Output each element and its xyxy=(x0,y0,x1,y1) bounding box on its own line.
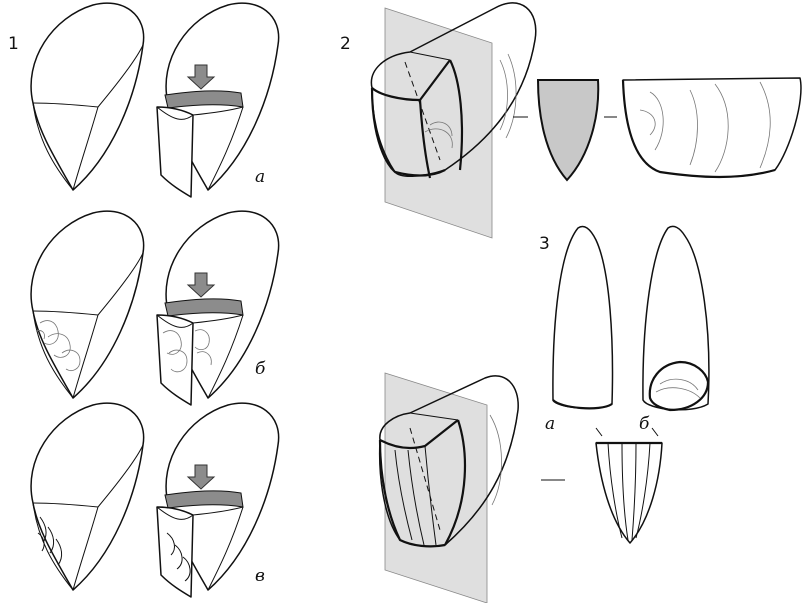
connector-4 xyxy=(652,428,658,436)
panel-3-label-b: б xyxy=(639,414,650,434)
panel-3-point-b xyxy=(643,226,709,410)
row-a-label: а xyxy=(255,167,265,187)
panel-1-number: 1 xyxy=(8,34,19,54)
panel-2-lower xyxy=(380,373,519,603)
row-b-label: б xyxy=(255,359,266,379)
row-a xyxy=(31,3,279,197)
row-v-label: в xyxy=(255,566,265,586)
panel-2-drawing xyxy=(371,3,535,238)
cross-section xyxy=(538,80,598,180)
panel-2-number: 2 xyxy=(340,34,351,54)
panel-3-number: 3 xyxy=(539,234,550,254)
row-b xyxy=(31,211,279,405)
panel-3-section xyxy=(596,443,662,543)
panel-3-point-a xyxy=(553,227,613,409)
panel-3-label-a: а xyxy=(545,414,555,434)
row-v xyxy=(31,403,279,597)
connector-3 xyxy=(596,428,602,436)
longitudinal-section xyxy=(623,78,801,177)
